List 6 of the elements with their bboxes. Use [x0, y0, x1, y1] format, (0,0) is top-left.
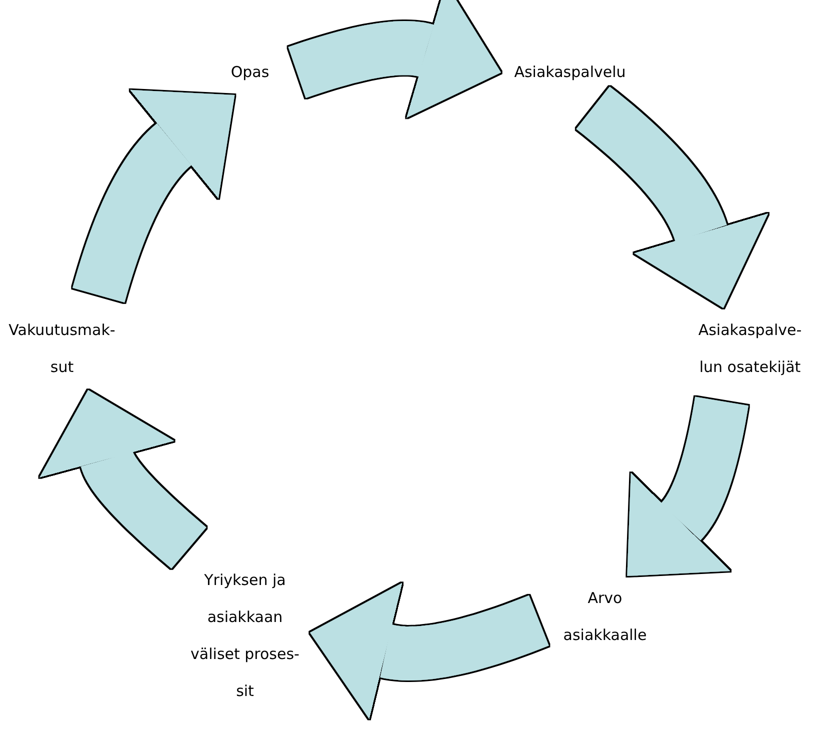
cycle-step-label: Asiakaspalvelu [505, 54, 635, 91]
cycle-step-label: Yriyksen ja asiakkaan väliset proses- sit [184, 562, 306, 710]
cycle-step-label: Vakuutusmak- sut [3, 312, 121, 386]
cycle-step-label: Arvo asiakkaalle [558, 580, 652, 654]
cycle-step-label: Opas [220, 54, 280, 91]
cycle-step-label: Asiakaspalve- lun osatekijät [691, 312, 809, 386]
